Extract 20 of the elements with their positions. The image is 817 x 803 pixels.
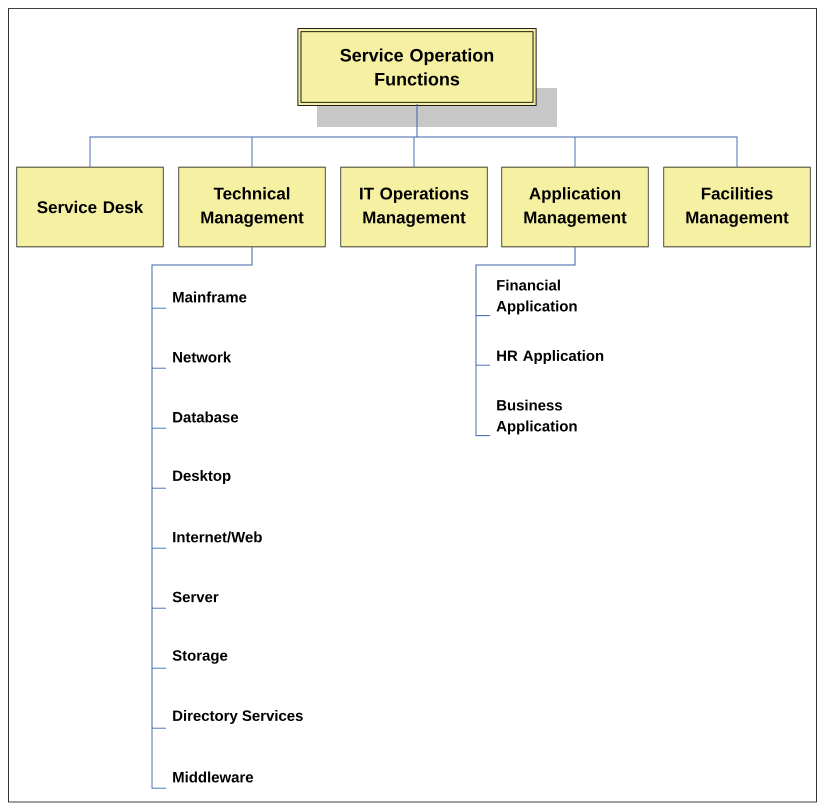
function-box: IT Operations Management: [340, 166, 488, 248]
list-item-label: Directory Services: [173, 710, 303, 724]
function-box: Technical Management: [178, 166, 326, 248]
list-item-label: Storage: [172, 650, 228, 664]
list-item-label: Mainframe: [173, 292, 246, 302]
list-item-label: Internet/Web: [173, 531, 262, 543]
connector-line: [476, 246, 576, 436]
list-item-label: Middleware: [173, 772, 254, 782]
list-item-label: Server: [172, 592, 218, 602]
list-item-label: Business Application: [496, 400, 577, 434]
list-item-label: Desktop: [173, 470, 231, 484]
list-item-label: Financial Application: [496, 280, 577, 314]
list-item-label: Network: [173, 352, 232, 362]
title-box: Service Operation Functions: [297, 28, 557, 127]
function-box: Service Desk: [16, 166, 164, 248]
connector-line: [416, 104, 738, 168]
list-item-label: HR Application: [497, 350, 604, 364]
function-box: Application Management: [501, 166, 649, 248]
function-box: Facilities Management: [663, 166, 811, 248]
list-item-label: Database: [173, 412, 238, 422]
